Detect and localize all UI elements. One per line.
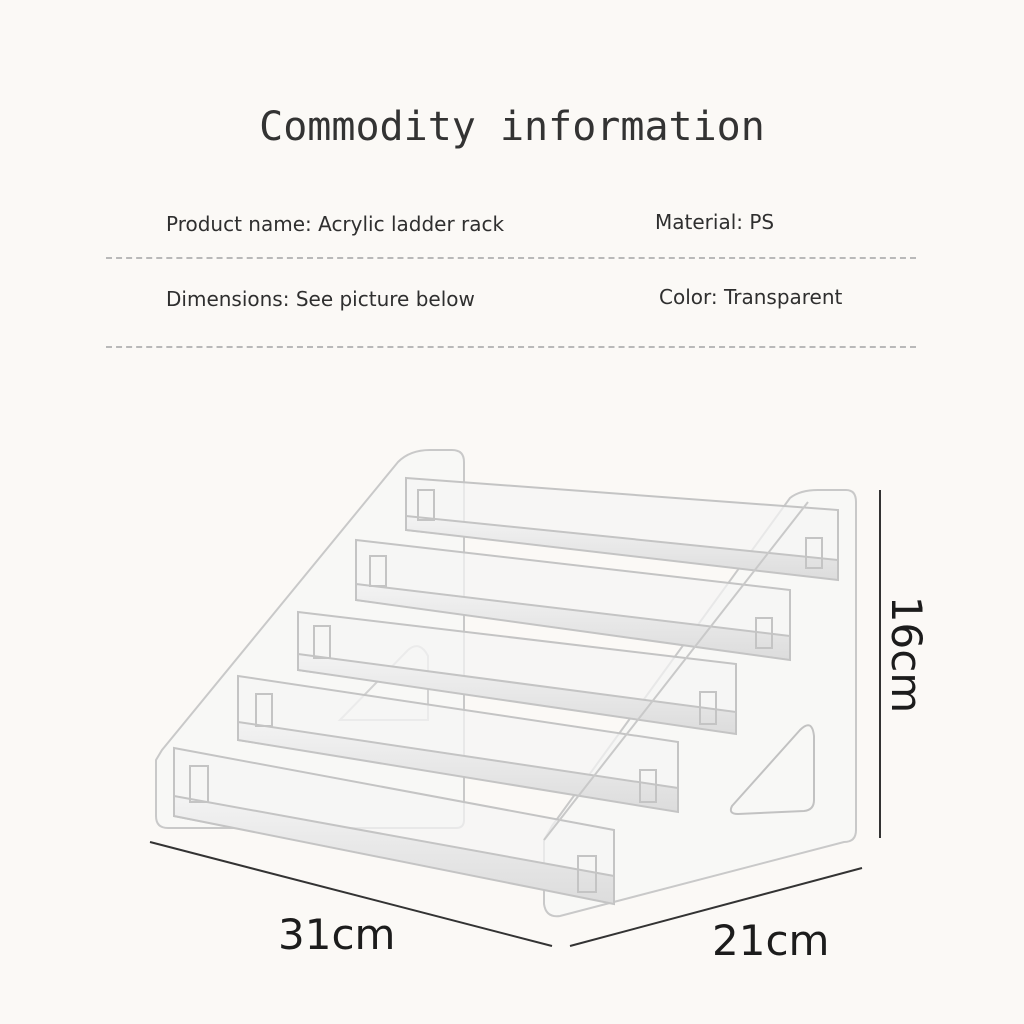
spec-dimensions: Dimensions: See picture below [166, 287, 475, 311]
shelf-tier-1 [173, 746, 615, 906]
shelf-tier-5 [405, 476, 839, 582]
right-panel-front-edge [543, 501, 809, 841]
shelf-tier-3 [297, 610, 737, 736]
shelf-tier-2 [237, 674, 679, 814]
height-label: 16cm [882, 595, 932, 714]
depth-dimension-line [569, 867, 863, 947]
shelf-tier-4 [355, 538, 791, 662]
right-panel-cutout [729, 724, 815, 816]
spec-product-name: Product name: Acrylic ladder rack [166, 212, 505, 236]
divider-bottom [106, 346, 916, 348]
divider-top [106, 257, 916, 259]
page-title: Commodity information [259, 104, 765, 150]
spec-color: Color: Transparent [659, 285, 843, 309]
depth-label: 21cm [712, 916, 830, 965]
spec-material: Material: PS [655, 210, 775, 234]
width-label: 31cm [278, 910, 396, 959]
width-dimension-line [149, 841, 553, 947]
